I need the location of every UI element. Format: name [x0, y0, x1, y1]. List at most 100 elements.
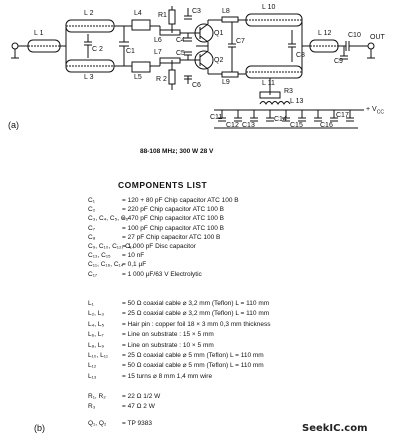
component-ref: C₉, C₁₀, C₁₂, C₁₄ [88, 243, 135, 250]
component-value: = Line on substrate : 15 × 5 mm [122, 331, 214, 339]
label-c5: C5 [176, 50, 185, 57]
component-value: = 27 pF Chip capacitor ATC 100 B [122, 233, 221, 241]
coax-l11 [245, 65, 303, 79]
label-c2: C 2 [92, 46, 103, 53]
label-c6: C6 [192, 82, 201, 89]
component-value: = 50 Ω coaxial cable ⌀ 3,2 mm (Teflon) L… [122, 300, 270, 307]
component-row: C₃, C₄, C₅, C₆= 470 pF Chip capacitor AT… [88, 215, 388, 223]
hairpin-l4 [131, 19, 151, 31]
component-value: = Line on substrate : 10 × 5 mm [122, 341, 214, 349]
component-ref: L₁ [88, 300, 94, 307]
capacitor-c1 [119, 26, 129, 66]
component-row: L₈, L₉= Line on substrate : 10 × 5 mm [88, 342, 388, 350]
component-row: C₇ = 100 pF Chip capacitor ATC 100 B [88, 225, 388, 233]
figure-label-b: (b) [34, 423, 45, 433]
component-value: = 120 + 80 pF Chip capacitor ATC 100 B [122, 197, 239, 204]
component-ref: L₁₀, L₁₁ [88, 352, 109, 359]
component-ref: L₄, L₅ [88, 320, 105, 328]
component-row: L₁₀, L₁₁= 25 Ω coaxial cable ⌀ 5 mm (Tef… [88, 352, 388, 360]
label-c3: C3 [192, 8, 201, 15]
label-c13: C13 [242, 122, 255, 129]
label-c14: C14 [274, 116, 287, 123]
label-l10: L 10 [262, 4, 276, 11]
line-l9 [221, 71, 239, 78]
component-ref: R₃ [88, 402, 96, 410]
label-l5: L5 [134, 74, 142, 81]
component-ref: C₁₇ [88, 270, 98, 278]
component-row: Q₁, Q₂= TP 9383 [88, 420, 388, 428]
component-row: C₂= 220 pF Chip capacitor ATC 100 B [88, 206, 388, 214]
component-value: = 220 pF Chip capacitor ATC 100 B [122, 206, 224, 214]
component-value: = 1 000 µF/63 V Electrolytic [122, 270, 202, 278]
coax-l2 [65, 19, 115, 33]
component-ref: C₁ [88, 197, 95, 204]
component-ref: L₆, L₇ [88, 331, 104, 339]
label-c16: C16 [320, 122, 333, 129]
label-c7: C7 [236, 38, 245, 45]
component-value: = 0,1 µF [122, 261, 147, 269]
component-ref: L₁₃ [88, 372, 97, 380]
resistor-r1 [168, 9, 176, 25]
label-l2: L 2 [84, 10, 94, 17]
label-l1: L 1 [34, 30, 44, 37]
label-l9: L9 [222, 79, 230, 86]
component-value: = 15 turns ⌀ 8 mm 1,4 mm wire [122, 372, 213, 380]
label-l12: L 12 [318, 30, 332, 37]
label-out: OUT [370, 34, 385, 41]
label-l3: L 3 [84, 74, 94, 81]
transistor-q2 [194, 50, 214, 70]
component-ref: C₇ [88, 224, 95, 232]
component-ref: Q₁, Q₂ [88, 420, 107, 427]
component-value: = 47 Ω 2 W [122, 402, 155, 410]
label-c17: C17 [336, 112, 349, 119]
label-r3: R3 [284, 88, 293, 95]
component-row: L₆, L₇ = Line on substrate : 15 × 5 mm [88, 331, 388, 339]
capacitor-c6 [184, 75, 192, 84]
label-l4: L4 [134, 10, 142, 17]
resistor-r2 [168, 69, 176, 85]
label-vcc: + VCC [366, 106, 384, 116]
component-ref: C₈ [88, 233, 96, 241]
capacitor-c8 [288, 30, 296, 62]
capacitor-c5 [184, 51, 192, 60]
capacitor-c4 [184, 33, 192, 42]
component-value: = 100 pF Chip capacitor ATC 100 B [122, 224, 224, 232]
component-row: C₁₃, C₁₅= 10 nF [88, 252, 388, 260]
components-list-title: COMPONENTS LIST [118, 180, 208, 190]
component-row: C₈ = 27 pF Chip capacitor ATC 100 B [88, 234, 388, 242]
label-c11: C11 [210, 114, 223, 121]
component-row: L₄, L₅ = Hair pin : copper foil 18 × 3 mm… [88, 321, 388, 329]
label-l6: L6 [154, 37, 162, 44]
component-value: = 470 pF Chip capacitor ATC 100 B [122, 215, 224, 223]
label-l7: L7 [154, 49, 162, 56]
component-ref: L₂, L₃ [88, 310, 105, 318]
component-value: = Hair pin : copper foil 18 × 3 mm 0,3 m… [122, 320, 271, 328]
component-value: = 25 Ω coaxial cable ⌀ 3,2 mm (Teflon) L… [122, 310, 270, 318]
component-row: C₉, C₁₀, C₁₂, C₁₄= 1 000 pF Disc capacit… [88, 243, 388, 251]
component-row: L₁₂= 50 Ω coaxial cable ⌀ 5 mm (Teflon) … [88, 362, 388, 370]
label-c4: C4 [176, 37, 185, 44]
label-r2: R 2 [156, 76, 167, 83]
component-value: = 22 Ω 1/2 W [122, 393, 161, 400]
component-ref: C₃, C₄, C₅, C₆ [88, 215, 129, 223]
label-c12: C12 [226, 122, 239, 129]
resistor-r3 [259, 91, 281, 99]
component-row: L₂, L₃ = 25 Ω coaxial cable ⌀ 3,2 mm (Tef… [88, 310, 388, 318]
coax-l3 [65, 59, 115, 73]
coax-l1 [27, 39, 66, 53]
coax-l10 [245, 13, 303, 27]
component-ref: R₁, R₂ [88, 393, 106, 400]
component-row: L₁₃ = 15 turns ⌀ 8 mm 1,4 mm wire [88, 373, 388, 381]
capacitor-c3 [184, 8, 192, 20]
component-row: C₁ = 120 + 80 pF Chip capacitor ATC 100 B [88, 197, 388, 205]
output-connector [367, 42, 375, 59]
component-ref: C₁₁, C₁₆, C₁₄ [88, 261, 124, 269]
label-c8: C8 [296, 52, 305, 59]
line-l8 [221, 16, 239, 23]
label-c1: C1 [126, 48, 135, 55]
label-q2: Q2 [214, 57, 224, 64]
label-c10: C10 [348, 32, 361, 39]
figure-caption: 88-108 MHz; 300 W 28 V [140, 148, 214, 155]
coax-l12 [309, 39, 339, 53]
label-l8: L8 [222, 8, 230, 15]
